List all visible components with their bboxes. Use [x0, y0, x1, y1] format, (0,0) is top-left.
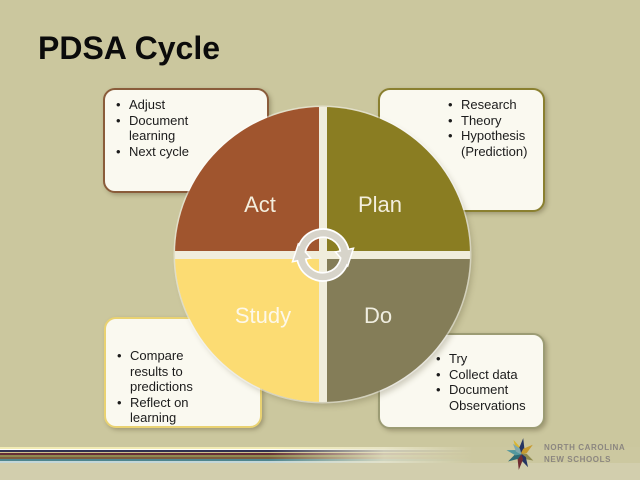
study-quadrant [175, 258, 319, 402]
do-label: Do [363, 303, 393, 328]
page-title: PDSA Cycle [38, 30, 220, 66]
do-quadrant [326, 258, 470, 402]
star-logo-icon [506, 438, 534, 470]
logo-line2: NEW SCHOOLS [544, 455, 612, 464]
act-label: Act [244, 192, 276, 217]
note-item: Reflect on learning [117, 395, 217, 426]
logo-line1: NORTH CAROLINA [544, 443, 626, 452]
act-quadrant [175, 107, 319, 251]
note-item: Hypothesis (Prediction) [448, 128, 553, 159]
cycle-arrows-icon [290, 227, 355, 282]
note-item: Research [448, 97, 553, 113]
note-text: Document learning [129, 112, 189, 144]
note-text: Reflect on learning [130, 394, 189, 426]
note-text: Research [461, 97, 517, 112]
note-item: Document learning [116, 113, 226, 144]
note-item: Theory [448, 113, 553, 129]
pdsa-cycle-diagram: Act Plan Study Do [175, 107, 470, 402]
plan-quadrant [326, 107, 470, 251]
note-text: Theory [461, 112, 502, 128]
note-text: Hypothesis (Prediction) [461, 128, 528, 159]
note-text: Adjust [129, 97, 166, 112]
plan-label: Plan [357, 192, 403, 217]
note-text: Next cycle [129, 143, 189, 159]
study-label: Study [234, 303, 292, 328]
nc-new-schools-logo: NORTH CAROLINA NEW SCHOOLS [503, 436, 625, 472]
stripes-fade [0, 447, 640, 463]
bottom-band [0, 463, 640, 480]
note-item: Adjust [116, 97, 226, 113]
note-item: Next cycle [116, 144, 226, 160]
logo-text: NORTH CAROLINA NEW SCHOOLS [544, 442, 625, 466]
